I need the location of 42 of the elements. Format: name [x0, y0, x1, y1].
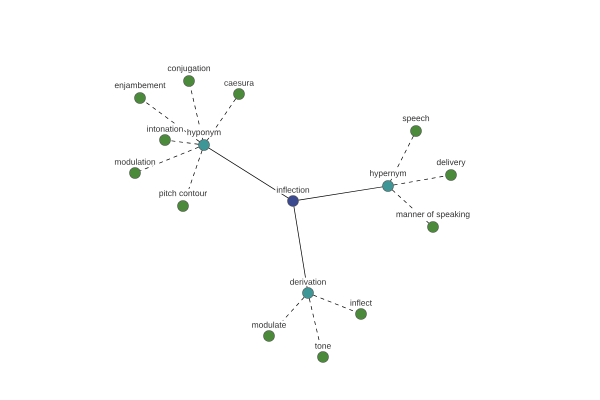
connector [393, 176, 446, 186]
node-label: pitch contour [158, 188, 208, 199]
node-label: tone [314, 342, 332, 350]
graph-node [263, 330, 275, 342]
node-label: speech [401, 114, 431, 124]
node-label: inflection [275, 186, 311, 194]
graph-node [410, 125, 422, 137]
node-label: modulate [250, 320, 288, 329]
connector [313, 294, 356, 312]
connector [170, 140, 199, 145]
node-label: modulation [113, 158, 157, 166]
node-label: derivation [288, 278, 328, 286]
graph-node [287, 195, 299, 207]
graph-node [233, 88, 245, 100]
graph-node [355, 308, 367, 320]
graph-node [427, 221, 439, 233]
connector [144, 101, 200, 142]
graph-node [159, 134, 171, 146]
graph-node [198, 139, 210, 151]
node-label: hyponym [186, 128, 222, 138]
graph-node [302, 287, 314, 299]
graph-node [134, 92, 146, 104]
node-label: intonation [146, 124, 184, 133]
connector [140, 146, 200, 172]
connector [390, 136, 414, 182]
connector [298, 186, 383, 200]
graph-node [177, 200, 189, 212]
connector [294, 206, 308, 288]
node-label: enjambement [113, 80, 167, 91]
connector [208, 148, 288, 198]
graph-node [317, 351, 329, 363]
node-label: inflect [348, 298, 374, 307]
graph-node [183, 75, 195, 87]
node-label: hypernym [368, 168, 408, 179]
node-label: conjugation [166, 64, 212, 74]
graph-node [129, 167, 141, 179]
node-label: delivery [435, 158, 467, 168]
node-label: manner of speaking [394, 210, 472, 220]
connector [206, 98, 236, 141]
graph-node [382, 180, 394, 192]
graph-node [445, 169, 457, 181]
node-label: caesura [222, 80, 256, 87]
